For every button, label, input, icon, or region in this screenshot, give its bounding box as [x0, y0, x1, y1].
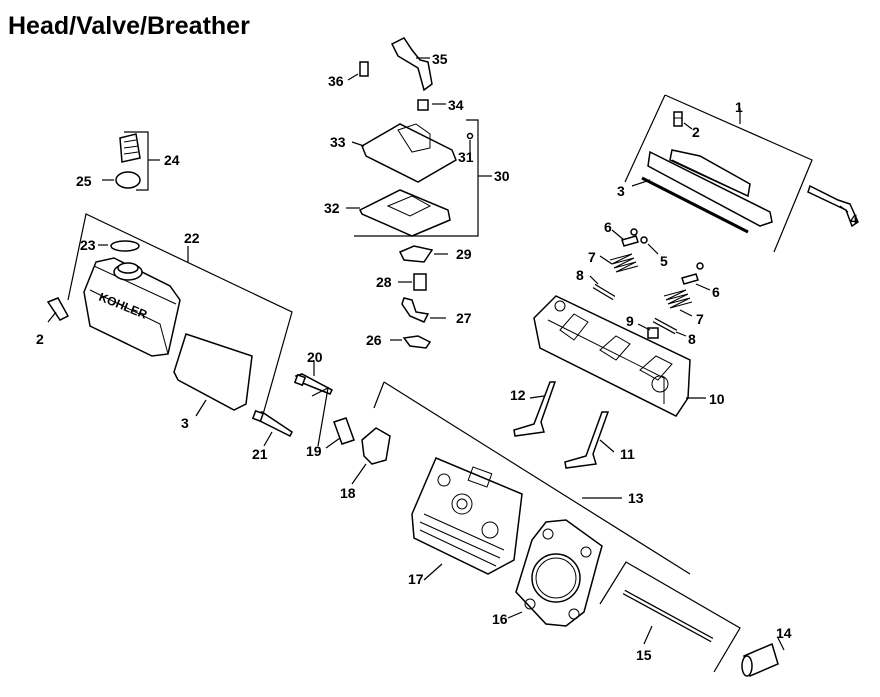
callout-23: 23	[80, 237, 96, 253]
callout-33: 33	[330, 134, 346, 150]
callout-labels: 1 2 2 3 3 4 5 6 6 7 7 8 8 9 10 11 12 13 …	[36, 51, 858, 663]
valves	[513, 381, 615, 469]
screw-part	[673, 111, 683, 127]
breather-tube-part	[390, 37, 433, 92]
group-breather	[346, 37, 492, 349]
callout-18: 18	[340, 485, 356, 501]
callout-29: 29	[456, 246, 472, 262]
head-bolts	[251, 360, 333, 447]
group-rocker-cover: KOHLER	[46, 213, 293, 419]
callout-32: 32	[324, 200, 340, 216]
callout-12: 12	[510, 387, 526, 403]
callout-2: 2	[692, 124, 700, 140]
callout-17: 17	[408, 571, 424, 587]
lifter-part	[741, 637, 785, 678]
callout-31: 31	[458, 149, 474, 165]
o-ring-part	[115, 171, 141, 189]
breather-cover-part	[361, 123, 457, 183]
group-cylinder-head	[311, 381, 691, 627]
callout-28: 28	[376, 274, 392, 290]
callout-4: 4	[850, 211, 858, 227]
callout-13: 13	[628, 490, 644, 506]
callout-3: 3	[181, 415, 189, 431]
group-oil-fill	[102, 131, 160, 191]
group-valve-cover	[624, 94, 859, 253]
gasket-part	[641, 176, 749, 234]
callout-20: 20	[307, 349, 323, 365]
callout-7: 7	[696, 311, 704, 327]
callout-8: 8	[576, 267, 584, 283]
callout-34: 34	[448, 97, 464, 113]
cylinder-head-part	[533, 295, 706, 417]
callout-21: 21	[252, 446, 268, 462]
head-block-part	[411, 457, 523, 575]
oil-fill-cap-part	[119, 133, 141, 163]
callout-7: 7	[588, 249, 596, 265]
rocker-cover-part	[83, 257, 181, 357]
callout-2: 2	[36, 331, 44, 347]
valve-cover-part	[647, 150, 773, 227]
callout-30: 30	[494, 168, 510, 184]
rocker-cover-gasket-part	[173, 333, 253, 411]
callout-19: 19	[306, 443, 322, 459]
callout-25: 25	[76, 173, 92, 189]
diagram-title: Head/Valve/Breather	[8, 12, 250, 40]
lifter-block-part	[361, 427, 391, 465]
callout-6: 6	[712, 284, 720, 300]
group-push-rod	[599, 561, 741, 673]
callout-3: 3	[617, 183, 625, 199]
callout-11: 11	[620, 446, 635, 462]
callout-16: 16	[492, 611, 508, 627]
callout-24: 24	[164, 152, 180, 168]
breather-plate-part	[358, 189, 451, 237]
callout-5: 5	[660, 253, 668, 269]
callout-22: 22	[184, 230, 200, 246]
reed-part	[398, 245, 434, 263]
bracket-part	[807, 184, 859, 228]
callout-26: 26	[366, 332, 382, 348]
callout-14: 14	[776, 625, 792, 641]
callout-8: 8	[688, 331, 696, 347]
intake-valve-part	[513, 381, 557, 437]
callout-10: 10	[709, 391, 725, 407]
callout-36: 36	[328, 73, 344, 89]
valve-springs	[589, 228, 711, 339]
callout-35: 35	[432, 51, 448, 67]
callout-15: 15	[636, 647, 652, 663]
exhaust-valve-part	[564, 411, 610, 469]
callout-9: 9	[626, 313, 634, 329]
breather-part	[401, 297, 430, 323]
callout-1: 1	[735, 99, 743, 115]
callout-27: 27	[456, 310, 472, 326]
callout-6: 6	[604, 219, 612, 235]
